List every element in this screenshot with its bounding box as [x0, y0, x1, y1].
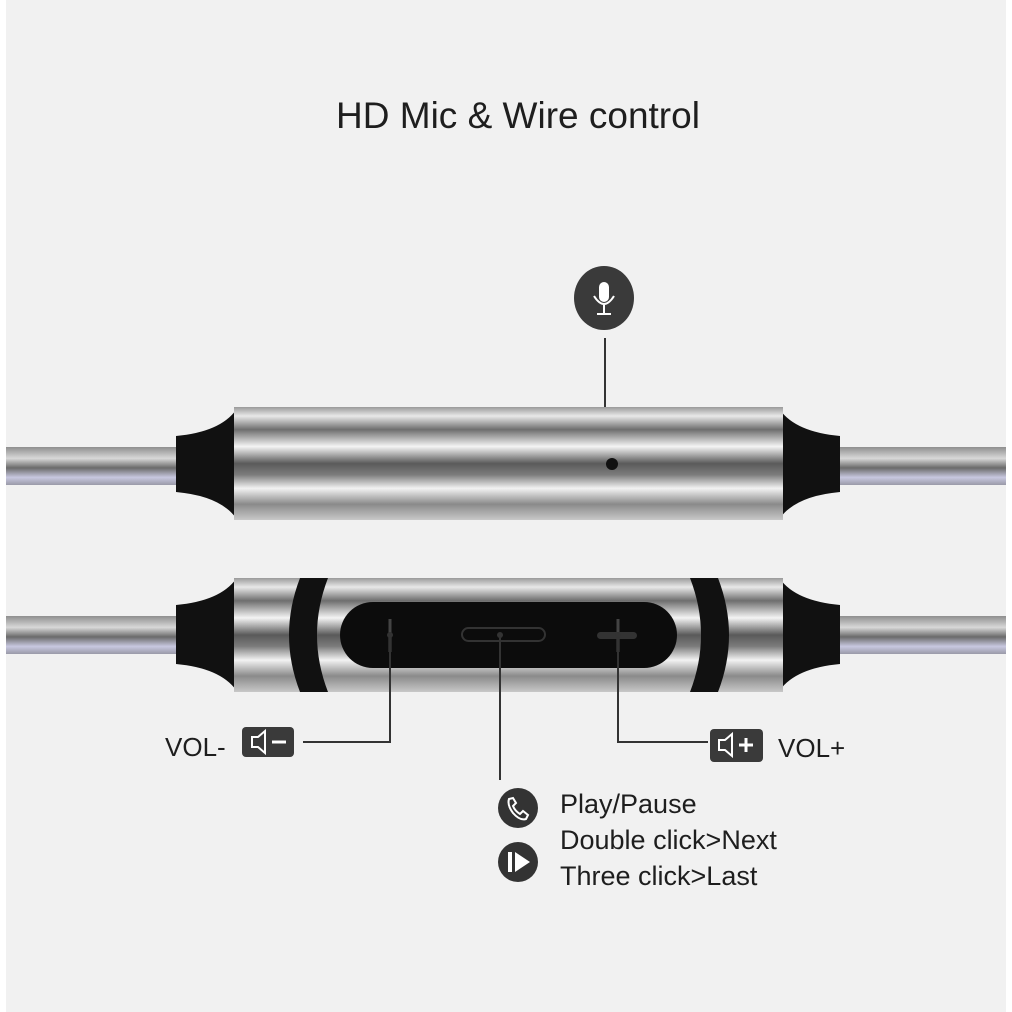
- function-line-next: Double click>Next: [560, 825, 777, 855]
- volume-down-icon: [242, 727, 294, 757]
- function-line-play-pause: Play/Pause: [560, 789, 697, 819]
- volume-up-icon: [710, 729, 763, 762]
- microphone-icon: [574, 266, 634, 330]
- leader-lines: [303, 635, 708, 780]
- button-panel: [340, 602, 677, 668]
- vol-down-label: VOL-: [165, 732, 226, 762]
- vol-up-label: VOL+: [778, 733, 845, 763]
- page-title: HD Mic & Wire control: [336, 95, 700, 136]
- function-line-last: Three click>Last: [560, 861, 758, 891]
- mic-remote-top: [6, 407, 1006, 520]
- control-remote-bottom: [6, 578, 1006, 692]
- play-next-icon: [498, 842, 538, 882]
- mic-hole: [606, 458, 618, 470]
- phone-icon: [498, 788, 538, 828]
- center-button: [461, 627, 546, 642]
